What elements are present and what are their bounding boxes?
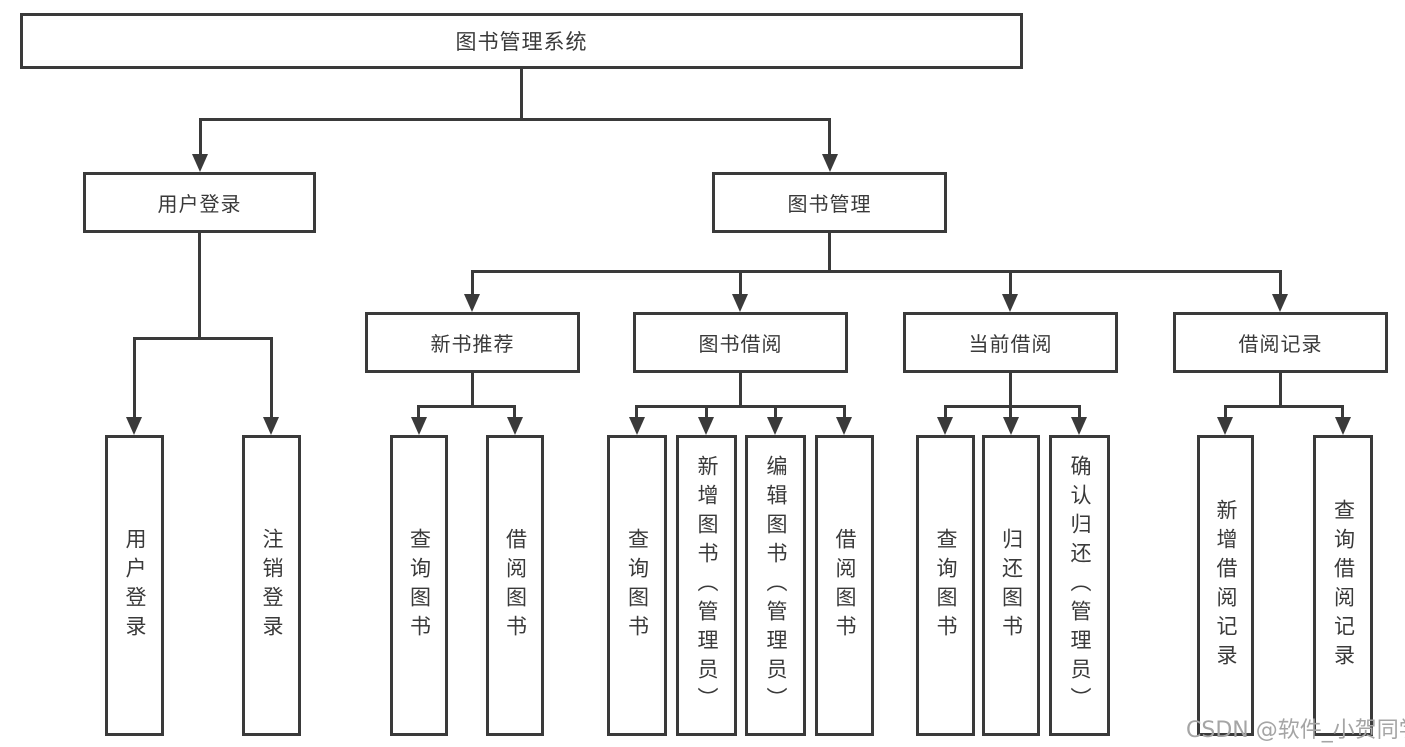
node-book-management: 图书管理 xyxy=(712,172,947,233)
leaf-query-books-current: 查询图书 xyxy=(916,435,975,736)
connector-new-book-stub xyxy=(471,373,474,405)
connector-new-book-hline xyxy=(418,405,516,408)
node-borrowing-records: 借阅记录 xyxy=(1173,312,1388,373)
connector-stem-current-borrowing xyxy=(1009,270,1012,296)
leaf-query-books-borrow-label: 查询图书 xyxy=(625,527,650,644)
connector-stem xyxy=(513,405,516,419)
connector-stem xyxy=(944,405,947,419)
connector-user-login-hline xyxy=(133,337,273,340)
arrowhead-down-icon xyxy=(698,417,714,435)
arrowhead-down-icon xyxy=(507,417,523,435)
connector-stem-leaf-user-login xyxy=(133,337,136,419)
connector-borrowing-records-stub xyxy=(1279,373,1282,405)
arrowhead-down-icon xyxy=(1003,417,1019,435)
arrowhead-down-icon xyxy=(1071,417,1087,435)
leaf-confirm-return-admin-label: 确认归还（管理员） xyxy=(1068,455,1092,716)
leaf-query-borrow-record-label: 查询借阅记录 xyxy=(1331,498,1356,673)
leaf-add-book-admin-label: 新增图书（管理员） xyxy=(695,455,719,716)
arrowhead-down-icon xyxy=(629,417,645,435)
connector-level2-hline xyxy=(199,118,831,121)
connector-stem xyxy=(705,405,708,419)
leaf-query-borrow-record: 查询借阅记录 xyxy=(1313,435,1373,736)
connector-book-management-stub xyxy=(828,233,831,270)
connector-stem-new-book xyxy=(471,270,474,296)
leaf-edit-book-admin: 编辑图书（管理员） xyxy=(745,435,806,736)
connector-borrowing-records-hline xyxy=(1224,405,1344,408)
connector-stem xyxy=(1341,405,1344,419)
leaf-add-borrow-record: 新增借阅记录 xyxy=(1197,435,1254,736)
csdn-watermark: CSDN @软件_小贺同学 xyxy=(1186,718,1405,743)
leaf-user-login-label: 用户登录 xyxy=(123,527,147,644)
leaf-return-book: 归还图书 xyxy=(982,435,1040,736)
arrowhead-down-icon xyxy=(836,417,852,435)
node-library-management-system: 图书管理系统 xyxy=(20,13,1023,69)
arrowhead-down-icon xyxy=(1002,294,1018,312)
leaf-add-book-admin: 新增图书（管理员） xyxy=(676,435,737,736)
connector-current-borrowing-hline xyxy=(944,405,1081,408)
connector-stem xyxy=(1224,405,1227,419)
leaf-query-books-recommend-label: 查询图书 xyxy=(407,527,432,644)
connector-stem-user-login xyxy=(199,118,202,158)
leaf-borrow-books-recommend-label: 借阅图书 xyxy=(503,527,528,644)
leaf-confirm-return-admin: 确认归还（管理员） xyxy=(1049,435,1110,736)
connector-stem xyxy=(1078,405,1081,419)
arrowhead-down-icon xyxy=(464,294,480,312)
leaf-query-books-borrow: 查询图书 xyxy=(607,435,667,736)
leaf-borrow-books-label: 借阅图书 xyxy=(833,527,857,644)
connector-stem-borrowing-records xyxy=(1279,270,1282,296)
arrowhead-down-icon xyxy=(937,417,953,435)
arrowhead-down-icon xyxy=(1272,294,1288,312)
connector-book-borrowing-hline xyxy=(635,405,846,408)
node-book-borrowing: 图书借阅 xyxy=(633,312,848,373)
arrowhead-down-icon xyxy=(732,294,748,312)
leaf-logout-label: 注销登录 xyxy=(260,527,284,644)
leaf-user-login: 用户登录 xyxy=(105,435,164,736)
connector-stem-book-management xyxy=(828,118,831,158)
leaf-borrow-books: 借阅图书 xyxy=(815,435,874,736)
node-current-borrowing: 当前借阅 xyxy=(903,312,1118,373)
connector-book-borrowing-stub xyxy=(739,373,742,405)
node-new-book-recommendation: 新书推荐 xyxy=(365,312,580,373)
leaf-return-book-label: 归还图书 xyxy=(999,527,1024,644)
arrowhead-down-icon xyxy=(822,154,838,172)
connector-stem xyxy=(417,405,420,419)
connector-current-borrowing-stub xyxy=(1009,373,1012,405)
leaf-add-borrow-record-label: 新增借阅记录 xyxy=(1214,498,1238,673)
connector-stem-leaf-logout xyxy=(270,337,273,419)
leaf-query-books-current-label: 查询图书 xyxy=(934,527,958,644)
leaf-query-books-recommend: 查询图书 xyxy=(390,435,448,736)
arrowhead-down-icon xyxy=(767,417,783,435)
arrowhead-down-icon xyxy=(263,417,279,435)
leaf-borrow-books-recommend: 借阅图书 xyxy=(486,435,544,736)
connector-stem xyxy=(1009,405,1012,419)
connector-level3-hline xyxy=(471,270,1282,273)
leaf-edit-book-admin-label: 编辑图书（管理员） xyxy=(764,455,788,716)
arrowhead-down-icon xyxy=(1217,417,1233,435)
connector-stem xyxy=(843,405,846,419)
connector-user-login-stub xyxy=(198,233,201,337)
node-user-login: 用户登录 xyxy=(83,172,316,233)
connector-stem xyxy=(774,405,777,419)
connector-stem-book-borrowing xyxy=(739,270,742,296)
connector-root-stub xyxy=(520,68,523,118)
arrowhead-down-icon xyxy=(1335,417,1351,435)
arrowhead-down-icon xyxy=(411,417,427,435)
connector-stem xyxy=(635,405,638,419)
arrowhead-down-icon xyxy=(126,417,142,435)
leaf-logout: 注销登录 xyxy=(242,435,301,736)
arrowhead-down-icon xyxy=(192,154,208,172)
